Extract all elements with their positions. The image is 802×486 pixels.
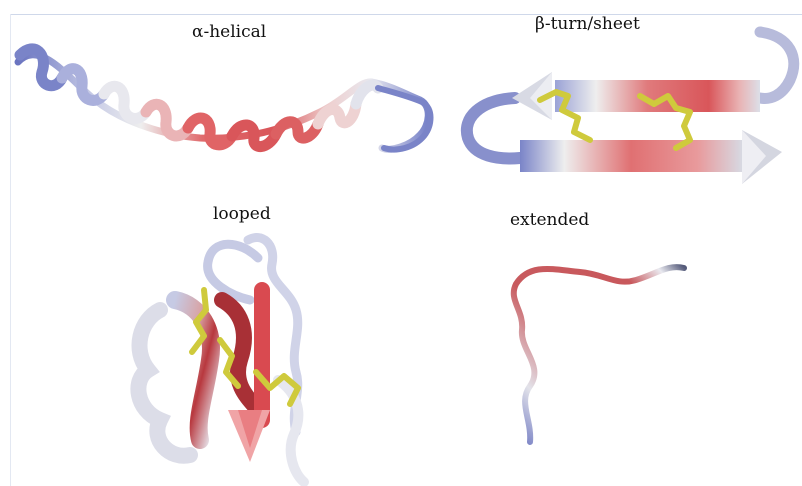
beta-sheet-structure [467, 32, 794, 184]
looped-structure [138, 237, 304, 482]
alpha-helix-structure [18, 49, 431, 150]
extended-structure [514, 267, 684, 442]
